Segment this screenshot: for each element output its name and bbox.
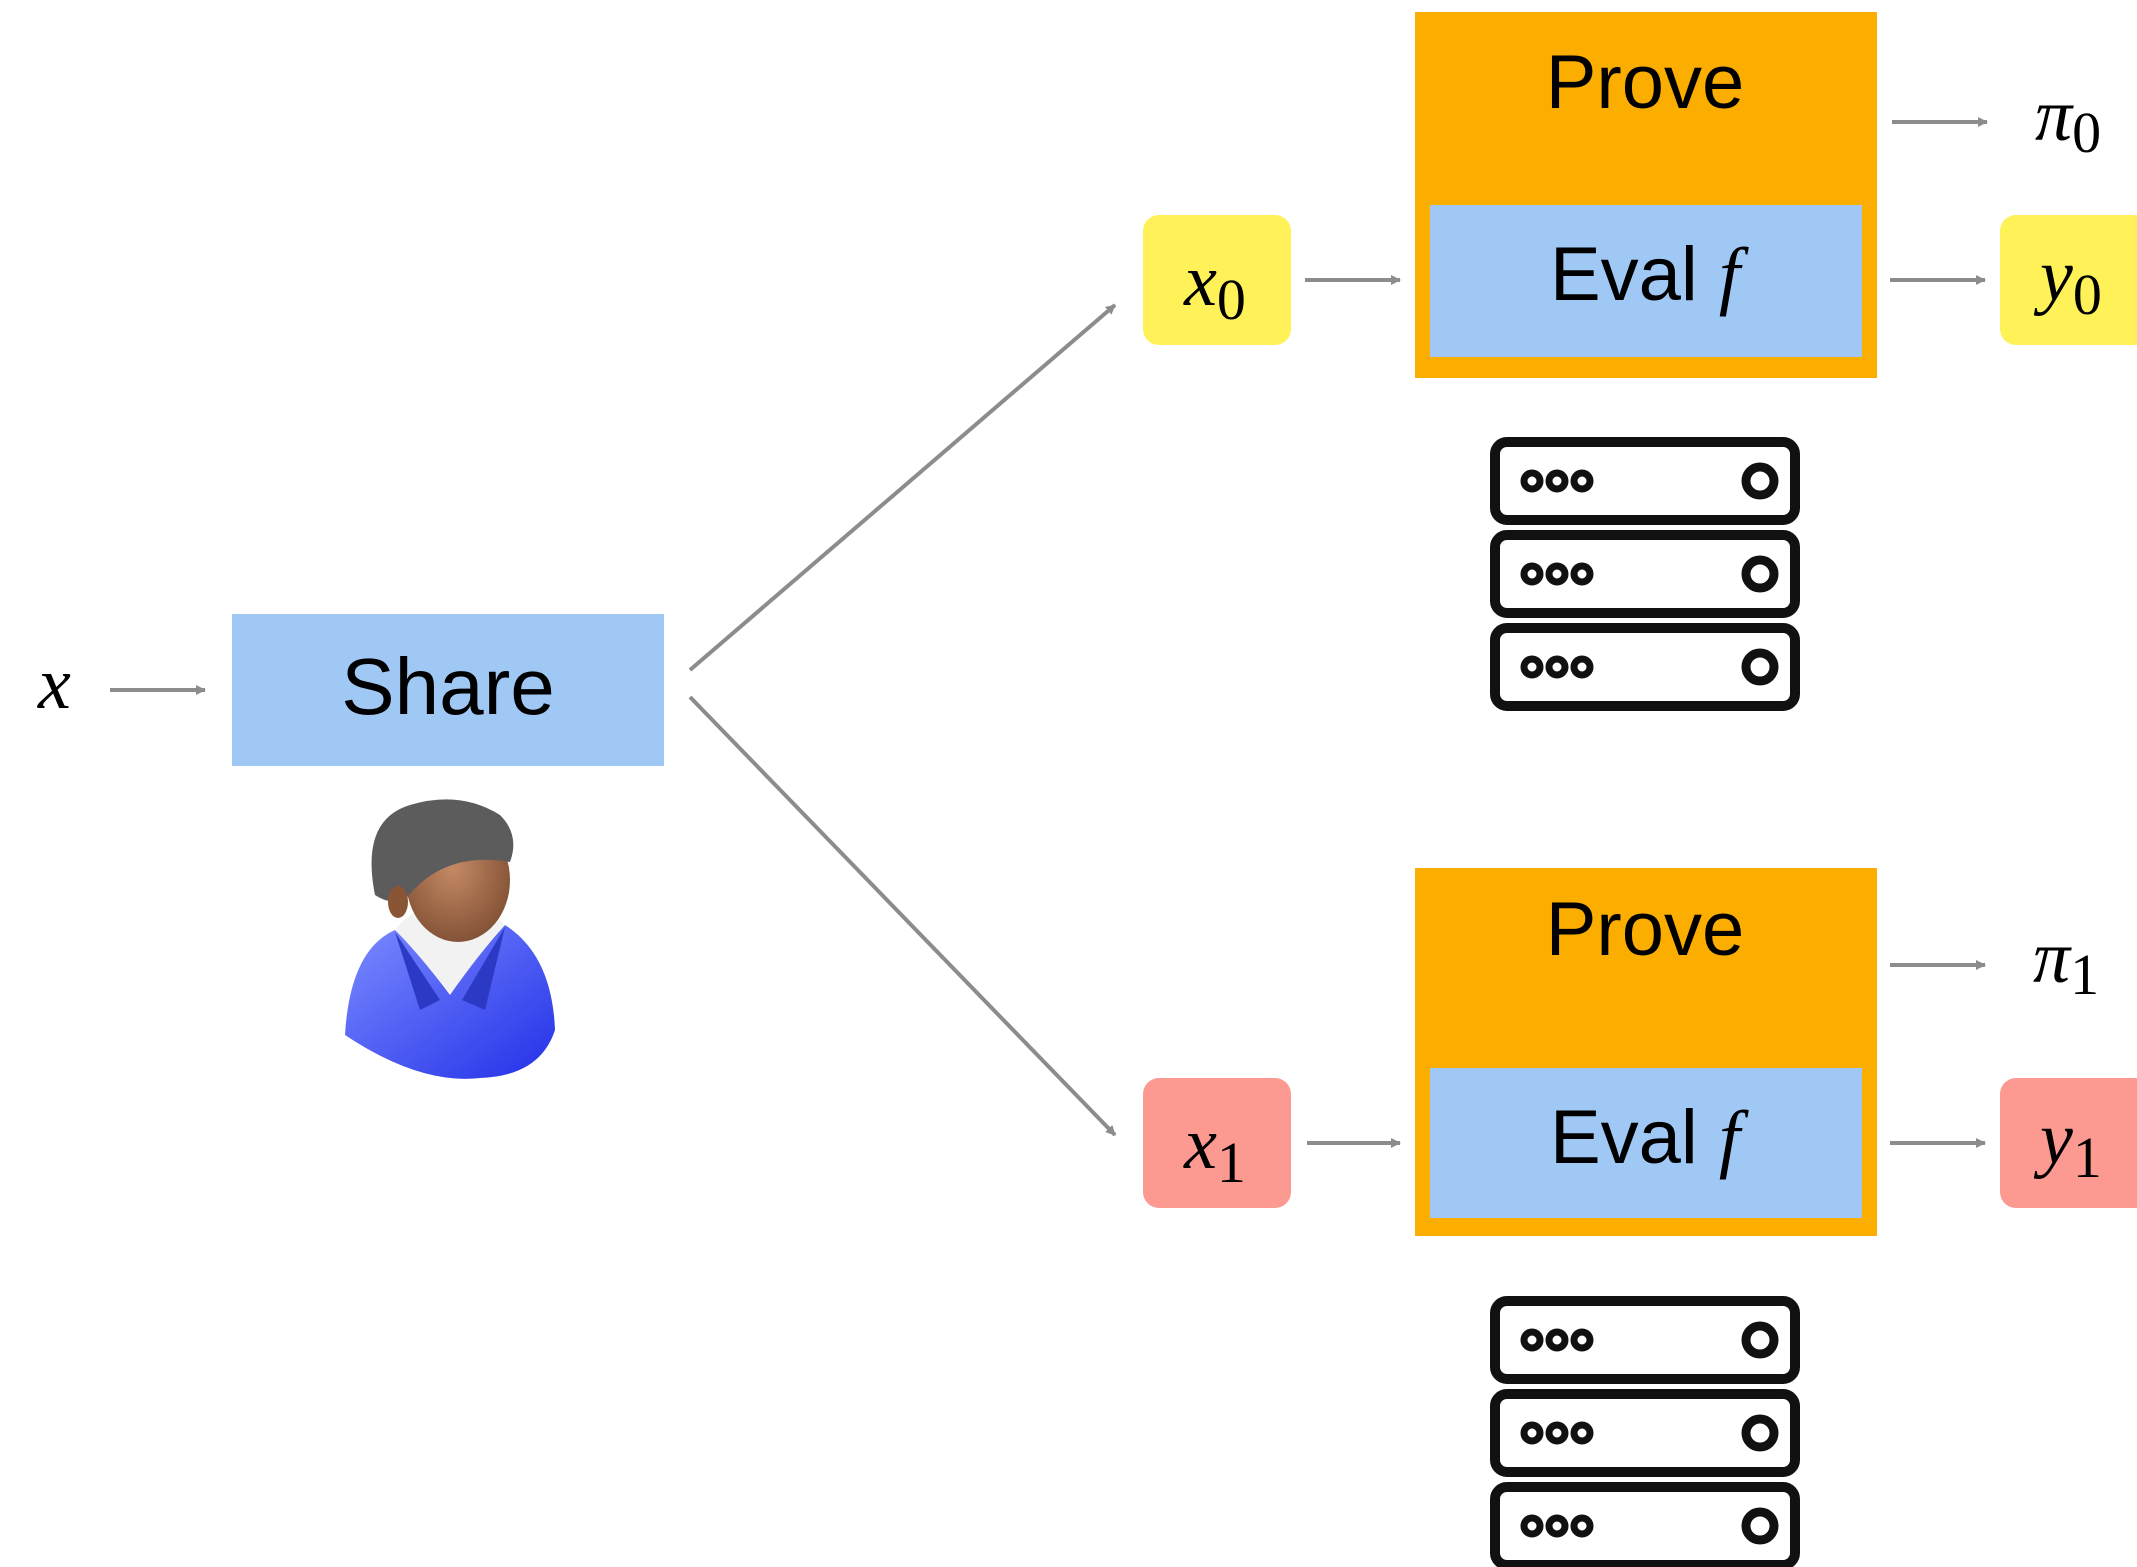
- user-shirt: [345, 925, 555, 1079]
- proof1-label: π1: [2033, 917, 2099, 1007]
- share1-label: x1: [1183, 1103, 1246, 1195]
- party0: x0 Prove Eval f π0 y0: [1143, 12, 2137, 711]
- server-icon: [1490, 437, 1800, 711]
- output0-box: [2000, 215, 2137, 345]
- server0-unit-1: [1490, 437, 1800, 525]
- prove1-label: Prove: [1546, 887, 1745, 972]
- arrows: [110, 117, 1988, 1148]
- output1-box: [2000, 1078, 2137, 1208]
- output0-label: y0: [2033, 235, 2102, 327]
- eval1-box: [1430, 1068, 1862, 1218]
- share-box: [232, 614, 664, 766]
- user-icon: [345, 799, 555, 1079]
- server0-unit-3: [1490, 623, 1800, 711]
- arrow-share-to-x1: [688, 695, 1117, 1137]
- server1-unit-1: [1490, 1296, 1800, 1384]
- user-ear: [388, 886, 408, 918]
- share1-box: [1143, 1078, 1291, 1208]
- server1-unit-3: [1490, 1482, 1800, 1567]
- output1-label: y1: [2033, 1098, 2102, 1190]
- share0-label: x0: [1183, 240, 1246, 332]
- eval0-label: Eval f: [1550, 232, 1749, 317]
- share-label: Share: [341, 642, 554, 731]
- arrow-share-to-x0: [688, 303, 1117, 672]
- prove0-label: Prove: [1546, 40, 1745, 125]
- server1-unit-2: [1490, 1389, 1800, 1477]
- user-lapel: [395, 927, 505, 1010]
- eval0-box: [1430, 205, 1862, 357]
- share-block: Share: [232, 614, 664, 766]
- server-icon: [1490, 1296, 1800, 1567]
- proof0-label: π0: [2035, 75, 2101, 165]
- server0-unit-2: [1490, 530, 1800, 618]
- user-hair: [371, 799, 514, 902]
- party1: x1 Prove Eval f π1 y1: [1143, 868, 2137, 1567]
- input-var: x: [37, 643, 71, 725]
- share0-box: [1143, 215, 1291, 345]
- eval1-label: Eval f: [1550, 1095, 1749, 1180]
